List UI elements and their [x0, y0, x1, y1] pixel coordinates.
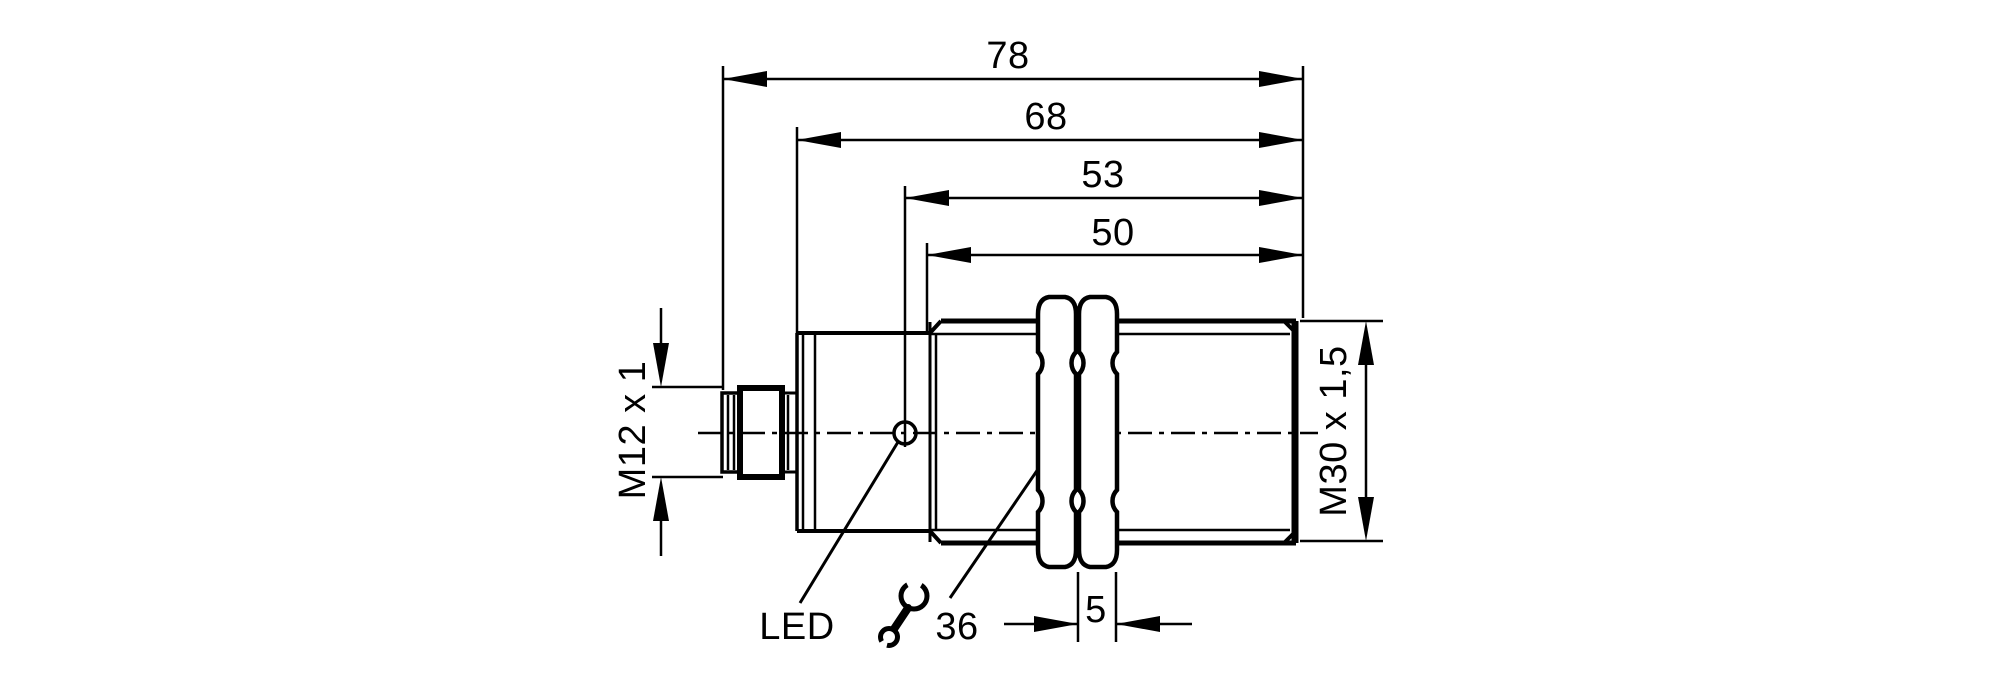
housing-rear: [795, 331, 932, 533]
wrench-icon: [874, 576, 930, 653]
dimension-5: [1004, 572, 1192, 642]
dimension-50: [925, 243, 1303, 333]
hex-nut-right: [1076, 294, 1120, 570]
dim-68-label: 68: [1024, 96, 1068, 138]
dimension-53: [903, 186, 1303, 447]
dim-5-label: 5: [1085, 589, 1107, 631]
wrench-size-label: 36: [935, 606, 979, 648]
dimension-m12: [652, 308, 723, 556]
dim-53-label: 53: [1081, 154, 1125, 196]
connector-thread-label: M12 x 1: [612, 360, 654, 500]
housing-thread-label: M30 x 1,5: [1313, 345, 1355, 517]
dimension-68: [795, 127, 1303, 333]
dimension-m30: [1300, 319, 1383, 543]
led-leader-line: [798, 441, 900, 604]
dim-50-label: 50: [1091, 212, 1135, 254]
dim-78-label: 78: [986, 35, 1030, 77]
hex-nut-left: [1035, 294, 1079, 570]
dimension-78: [721, 66, 1305, 390]
led-label: LED: [759, 606, 835, 648]
